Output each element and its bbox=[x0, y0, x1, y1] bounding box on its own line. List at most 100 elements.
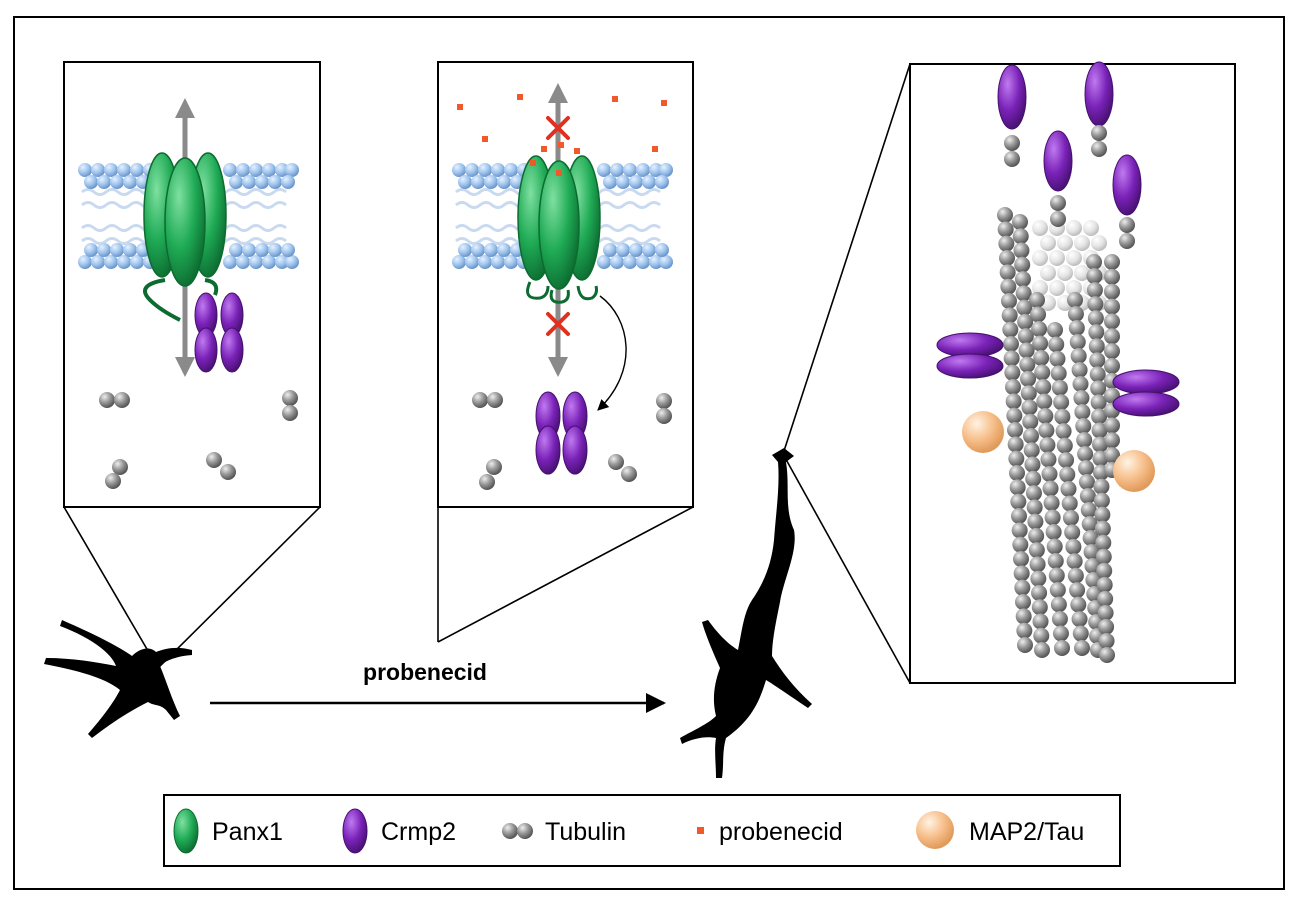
tubulin-bead bbox=[1030, 570, 1047, 587]
tubulin-bead bbox=[1042, 480, 1059, 497]
tubulin-bead bbox=[1104, 417, 1120, 434]
tubulin-bead-inner bbox=[1049, 250, 1065, 266]
tubulin-bead bbox=[1079, 488, 1096, 504]
tubulin-bead bbox=[1090, 394, 1107, 411]
tubulin-bead bbox=[1066, 553, 1083, 570]
tubulin-bead-inner bbox=[1066, 220, 1082, 236]
tubulin-bead bbox=[1023, 428, 1039, 444]
tubulin-bead bbox=[1011, 508, 1027, 524]
tubulin-bead bbox=[1014, 271, 1031, 288]
crmp2-bound bbox=[194, 292, 244, 373]
tubulin-bead bbox=[1049, 582, 1066, 598]
tubulin-bead bbox=[1017, 328, 1034, 345]
tubulin-bead bbox=[1016, 622, 1033, 639]
tubulin-bead bbox=[1070, 596, 1087, 613]
panel-probenecid bbox=[437, 61, 694, 508]
tubulin-bead bbox=[1071, 362, 1088, 378]
tubulin-bead bbox=[1039, 437, 1056, 453]
tubulin-bead bbox=[1091, 408, 1108, 425]
tubulin-bead-inner bbox=[1074, 235, 1090, 251]
legend-crmp2-label: Crmp2 bbox=[381, 818, 456, 846]
legend-probenecid-swatch bbox=[697, 827, 704, 834]
tubulin-bead bbox=[997, 207, 1013, 223]
tubulin-bead bbox=[1015, 285, 1032, 302]
panel-microtubule bbox=[909, 61, 1236, 684]
tubulin-bead-inner bbox=[1032, 220, 1048, 236]
tubulin-bead bbox=[1012, 536, 1029, 553]
tubulin-bead bbox=[1086, 254, 1102, 270]
tubulin-bead bbox=[1047, 322, 1063, 338]
tubulin-bead bbox=[1018, 342, 1035, 359]
tubulin-dimers bbox=[99, 390, 298, 489]
tubulin-bead bbox=[1021, 399, 1038, 416]
tubulin-bead bbox=[1078, 474, 1095, 490]
tubulin-bead-inner bbox=[1091, 235, 1107, 251]
tubulin-bead bbox=[1090, 380, 1107, 397]
tubulin-bead bbox=[1023, 442, 1040, 459]
tubulin-bead bbox=[1094, 506, 1111, 523]
tubulin-bead bbox=[1053, 394, 1070, 411]
tubulin-bead bbox=[1041, 466, 1058, 482]
tubulin-bead bbox=[1104, 254, 1120, 270]
tubulin-bead bbox=[1067, 567, 1084, 584]
tubulin-bead-inner bbox=[1074, 265, 1090, 281]
tubulin-bead bbox=[1012, 214, 1028, 230]
tubulin-bead bbox=[1000, 278, 1017, 295]
tubulin-bead bbox=[1074, 404, 1091, 420]
tubulin-bead bbox=[1075, 418, 1092, 434]
tubulin-bead bbox=[1087, 296, 1104, 313]
tubulin-bead bbox=[1020, 385, 1037, 402]
tubulin-bead bbox=[1104, 283, 1120, 300]
tubulin-bead bbox=[1008, 450, 1025, 467]
tubulin-bead bbox=[1104, 432, 1120, 449]
crmp2-free bbox=[535, 391, 588, 475]
legend-panx1-swatch bbox=[173, 808, 199, 854]
tubulin-bead-inner bbox=[1057, 265, 1073, 281]
tubulin-bead bbox=[1003, 336, 1019, 352]
tubulin-bead bbox=[1073, 390, 1090, 406]
tubulin-bead bbox=[1058, 452, 1075, 469]
legend-tubulin-swatch-b bbox=[517, 823, 533, 839]
tubulin-bead bbox=[1046, 538, 1063, 555]
tubulin-bead bbox=[1083, 544, 1100, 560]
tubulin-bead bbox=[1040, 451, 1057, 468]
tubulin-bead bbox=[1049, 350, 1066, 367]
tubulin-bead bbox=[1027, 513, 1044, 530]
tubulin-bead bbox=[1009, 465, 1025, 481]
tubulin-bead bbox=[1013, 551, 1029, 567]
tubulin-bead bbox=[1001, 293, 1017, 309]
tubulin-bead bbox=[1076, 432, 1093, 448]
tubulin-bead bbox=[1080, 502, 1097, 518]
tubulin-bead bbox=[1099, 647, 1115, 663]
tubulin-bead bbox=[1011, 522, 1028, 539]
tubulin-bead bbox=[1043, 495, 1060, 511]
tubulin-bead bbox=[1028, 527, 1045, 544]
tubulin-dimers bbox=[472, 392, 672, 490]
crmp2-release-arrow bbox=[597, 295, 627, 411]
tubulin-bead bbox=[1094, 520, 1111, 537]
tubulin-bead bbox=[1064, 524, 1081, 541]
tubulin-bead bbox=[1022, 413, 1039, 430]
tubulin-bead bbox=[1072, 625, 1089, 642]
tubulin-bead bbox=[1017, 313, 1034, 330]
tubulin-bead bbox=[1050, 365, 1067, 382]
tubulin-bead bbox=[1096, 576, 1113, 593]
tubulin-bead bbox=[1096, 562, 1113, 579]
legend-map2tau-label: MAP2/Tau bbox=[969, 818, 1084, 846]
tubulin-bead bbox=[1054, 640, 1070, 656]
tubulin-bead bbox=[1005, 393, 1022, 410]
tubulin-bead bbox=[1030, 306, 1047, 323]
tubulin-bead bbox=[1026, 499, 1043, 516]
panx1-c-terminal bbox=[526, 281, 598, 304]
panx1-channel bbox=[517, 155, 601, 290]
tubulin-bead bbox=[1074, 640, 1090, 656]
neuron-control bbox=[44, 620, 192, 738]
tubulin-bead bbox=[1032, 335, 1049, 352]
tubulin-bead bbox=[1097, 590, 1114, 607]
tubulin-bead bbox=[1012, 228, 1029, 245]
tubulin-bead-inner bbox=[1066, 280, 1082, 296]
tubulin-bead bbox=[1037, 408, 1054, 424]
tubulin-bead bbox=[1097, 604, 1114, 621]
tubulin-bead bbox=[1078, 460, 1095, 476]
tubulin-bead bbox=[1014, 256, 1031, 273]
